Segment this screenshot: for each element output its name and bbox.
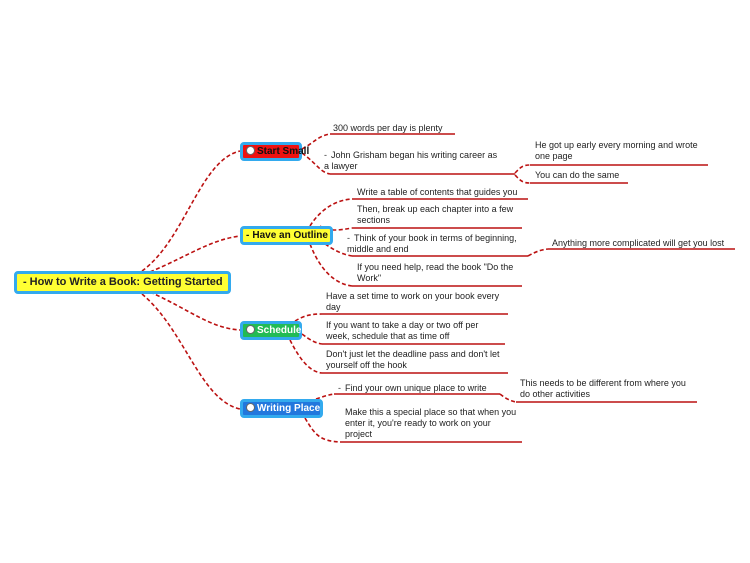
leaf-label: Anything more complicated will get you l… — [552, 238, 725, 248]
leaf-outline-3-1[interactable]: Anything more complicated will get you l… — [552, 238, 732, 249]
connector-writing-2 — [304, 417, 341, 443]
leaf-label: Make this a special place so that when y… — [345, 407, 517, 439]
leaf-label: This needs to be different from where yo… — [520, 378, 686, 399]
collapse-marker[interactable]: - — [324, 150, 327, 160]
connector-start-1 — [301, 133, 331, 150]
connector-writing-1 — [315, 393, 335, 400]
leaf-start-2[interactable]: -John Grisham began his writing career a… — [324, 150, 504, 172]
leaf-writing-1[interactable]: -Find your own unique place to write — [338, 383, 503, 394]
leaf-start-1[interactable]: 300 words per day is plenty — [333, 123, 463, 134]
connector-start-2 — [301, 152, 331, 175]
leaf-label: John Grisham began his writing career as… — [324, 150, 498, 171]
connector-root-outline — [149, 235, 241, 273]
branch-writing-place-label: Writing Place — [257, 403, 321, 414]
leaf-outline-3[interactable]: -Think of your book in terms of beginnin… — [347, 233, 527, 255]
minus-circle-icon[interactable] — [246, 324, 255, 334]
branch-writing-place[interactable]: Writing Place — [240, 399, 323, 418]
leaf-outline-1[interactable]: Write a table of contents that guides yo… — [357, 187, 532, 198]
branch-start-small[interactable]: Start Small — [240, 142, 309, 161]
connector-root-schedule — [149, 291, 241, 331]
leaf-start-2-2[interactable]: You can do the same — [535, 170, 635, 181]
connector-start-2-1 — [514, 164, 531, 174]
leaf-outline-4[interactable]: If you need help, read the book "Do the … — [357, 262, 522, 284]
minus-circle-icon[interactable] — [246, 402, 255, 412]
connector-outline-1 — [309, 198, 353, 227]
connector-start-2-2 — [514, 174, 531, 184]
collapse-marker[interactable]: - — [338, 383, 341, 393]
connector-outline-4 — [309, 243, 353, 287]
connector-schedule-3 — [289, 339, 323, 374]
leaf-writing-1-1[interactable]: This needs to be different from where yo… — [520, 378, 695, 400]
leaf-label: Find your own unique place to write — [345, 383, 487, 393]
leaf-label: You can do the same — [535, 170, 620, 180]
collapse-marker[interactable]: - — [347, 233, 350, 243]
leaf-writing-2[interactable]: Make this a special place so that when y… — [345, 407, 520, 440]
branch-have-an-outline-label: Have an Outline — [252, 230, 328, 241]
leaf-start-2-1[interactable]: He got up early every morning and wrote … — [535, 140, 705, 162]
leaf-label: Have a set time to work on your book eve… — [326, 291, 500, 312]
leaf-label: Think of your book in terms of beginning… — [347, 233, 517, 254]
leaf-label: Don't just let the deadline pass and don… — [326, 349, 500, 370]
leaf-label: If you need help, read the book "Do the … — [357, 262, 514, 283]
branch-start-small-label: Start Small — [257, 146, 310, 157]
connector-root-start — [141, 150, 241, 272]
leaf-outline-2[interactable]: Then, break up each chapter into a few s… — [357, 204, 517, 226]
leaf-label: Then, break up each chapter into a few s… — [357, 204, 514, 225]
connector-schedule-1 — [294, 313, 323, 322]
collapse-marker[interactable]: - — [23, 276, 27, 288]
leaf-label: If you want to take a day or two off per… — [326, 320, 479, 341]
connector-root-writing — [141, 293, 241, 410]
root-topic[interactable]: -How to Write a Book: Getting Started — [14, 271, 231, 294]
branch-schedule[interactable]: Schedule — [240, 321, 302, 340]
connector-outline-3-1 — [527, 248, 549, 257]
branch-schedule-label: Schedule — [257, 325, 302, 336]
collapse-marker[interactable]: - — [246, 230, 250, 241]
leaf-schedule-3[interactable]: Don't just let the deadline pass and don… — [326, 349, 511, 371]
branch-have-an-outline[interactable]: -Have an Outline — [240, 226, 333, 245]
leaf-schedule-1[interactable]: Have a set time to work on your book eve… — [326, 291, 506, 313]
leaf-label: 300 words per day is plenty — [333, 123, 443, 133]
connector-schedule-2 — [301, 333, 323, 345]
leaf-label: Write a table of contents that guides yo… — [357, 187, 518, 197]
connector-writing-1-1 — [499, 393, 517, 403]
root-topic-label: How to Write a Book: Getting Started — [29, 276, 223, 288]
minus-circle-icon[interactable] — [246, 145, 255, 155]
leaf-schedule-2[interactable]: If you want to take a day or two off per… — [326, 320, 491, 342]
leaf-label: He got up early every morning and wrote … — [535, 140, 698, 161]
